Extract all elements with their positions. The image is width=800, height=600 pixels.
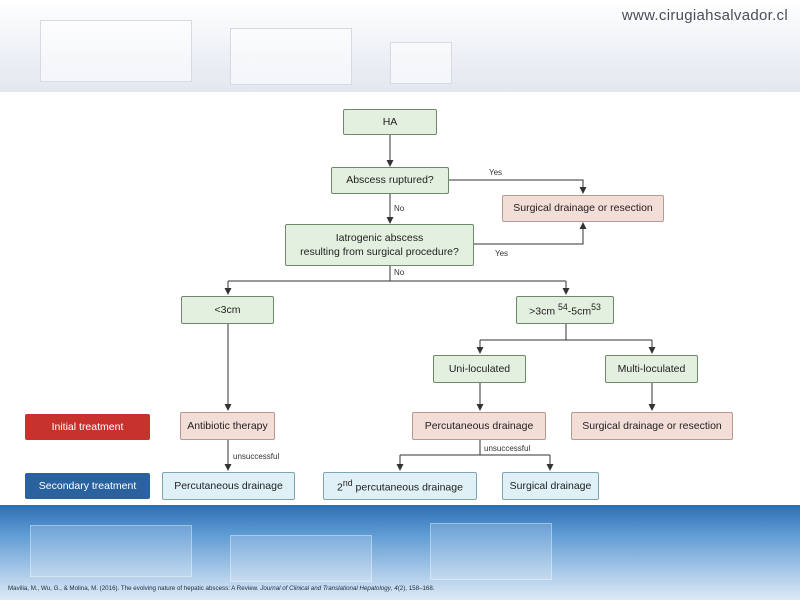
second-sup: nd [342, 477, 353, 488]
node-lt3cm-label: <3cm [214, 303, 241, 316]
legend-initial-treatment-label: Initial treatment [51, 421, 124, 433]
node-iatrogenic: Iatrogenic abscess resulting from surgic… [285, 224, 474, 266]
edge-label-yes-1: Yes [489, 168, 503, 177]
citation-authors: Mavilia, M., Wu, G., & Molina, M. (2016)… [8, 585, 259, 592]
footer-background [0, 505, 800, 600]
footer-ghost-shape [230, 535, 372, 582]
node-second-percutaneous: 2nd percutaneous drainage [323, 472, 477, 500]
node-surgical-drainage-final-label: Surgical drainage [509, 479, 592, 492]
node-percutaneous-drainage: Percutaneous drainage [412, 412, 546, 440]
legend-secondary-treatment: Secondary treatment [25, 473, 150, 499]
node-surgical-drainage-bottom: Surgical drainage or resection [571, 412, 733, 440]
node-surgical-drainage-bottom-label: Surgical drainage or resection [582, 419, 722, 432]
header-ghost-shape [40, 20, 192, 82]
gt3cm-prefix: >3cm [529, 305, 556, 318]
node-surgical-drainage-final: Surgical drainage [502, 472, 599, 500]
node-multi-loculated: Multi-loculated [605, 355, 698, 383]
header-ghost-shape [390, 42, 452, 84]
citation-rest: (2), 158–168. [397, 585, 435, 592]
node-multi-loculated-label: Multi-loculated [617, 362, 686, 375]
node-gt3cm: >3cm 54-5cm53 [516, 296, 614, 324]
header-background [0, 0, 800, 92]
edge-iatrogenic-yes [474, 222, 587, 245]
edge-label-no-2: No [394, 268, 405, 277]
node-uni-loculated: Uni-loculated [433, 355, 526, 383]
legend-secondary-treatment-label: Secondary treatment [38, 480, 137, 492]
legend-initial-treatment: Initial treatment [25, 414, 150, 440]
citation: Mavilia, M., Wu, G., & Molina, M. (2016)… [8, 585, 435, 592]
footer-ghost-shape [430, 523, 552, 580]
edge-ruptured-yes [449, 179, 587, 194]
node-percutaneous-drainage-secondary: Percutaneous drainage [162, 472, 295, 500]
node-lt3cm: <3cm [181, 296, 274, 324]
node-ha: HA [343, 109, 437, 135]
footer-ghost-shape [30, 525, 192, 577]
gt3cm-sup2: 53 [591, 301, 601, 312]
node-second-percutaneous-label: 2nd percutaneous drainage [337, 478, 463, 495]
node-iatrogenic-line1: Iatrogenic abscess [335, 231, 424, 244]
edge-label-unsuccessful-1: unsuccessful [233, 452, 280, 461]
node-percutaneous-drainage-secondary-label: Percutaneous drainage [174, 479, 283, 492]
node-antibiotic-therapy-label: Antibiotic therapy [187, 419, 268, 432]
node-percutaneous-drainage-label: Percutaneous drainage [424, 419, 534, 432]
edge-label-unsuccessful-2: unsuccessful [484, 444, 531, 453]
citation-volume: 4 [394, 585, 398, 592]
second-rest: percutaneous drainage [352, 481, 463, 494]
node-antibiotic-therapy: Antibiotic therapy [180, 412, 275, 440]
node-surgical-drainage-top: Surgical drainage or resection [502, 195, 664, 222]
citation-journal: Journal of Clinical and Translational He… [260, 585, 391, 592]
edge-label-no-1: No [394, 204, 405, 213]
node-surgical-drainage-top-label: Surgical drainage or resection [513, 202, 653, 215]
node-abscess-ruptured: Abscess ruptured? [331, 167, 449, 194]
gt3cm-sup1: 54 [558, 301, 568, 312]
node-abscess-ruptured-label: Abscess ruptured? [346, 174, 434, 187]
node-ha-label: HA [382, 115, 398, 128]
node-uni-loculated-label: Uni-loculated [448, 362, 511, 375]
second-prefix: 2 [337, 481, 343, 494]
site-url: www.cirugiahsalvador.cl [621, 7, 788, 24]
node-gt3cm-label: >3cm 54-5cm53 [529, 302, 601, 319]
gt3cm-mid: -5cm [567, 305, 592, 318]
node-iatrogenic-line2: resulting from surgical procedure? [300, 246, 459, 258]
header-ghost-shape [230, 28, 352, 85]
edge-label-yes-2: Yes [495, 249, 509, 258]
